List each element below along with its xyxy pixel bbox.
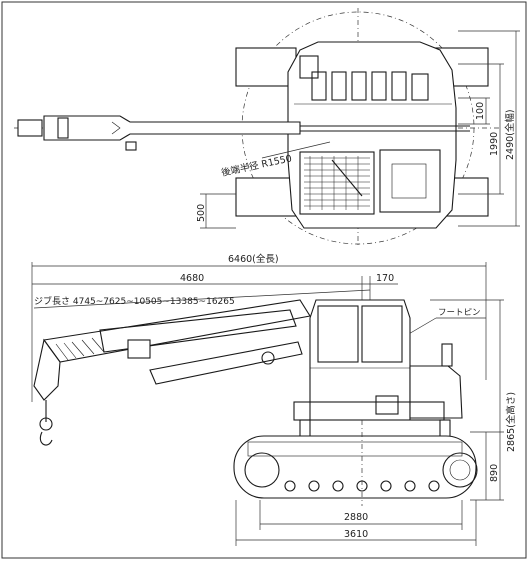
outrigger-front-right [235, 177, 297, 217]
upper-frame [293, 401, 445, 421]
engine-grille [375, 395, 399, 415]
counterweight-block [379, 149, 441, 213]
boom-bracket [125, 141, 137, 151]
overall-height-label: 2865(全高さ) [505, 392, 517, 452]
top-view-right-dimensions [458, 30, 520, 227]
cab-window-2 [331, 71, 347, 101]
cab-window-6 [411, 73, 429, 101]
engine-grille-hatch [304, 156, 370, 210]
boom-lower-section [99, 309, 297, 353]
hook-block [39, 417, 53, 431]
cab-seat-box [299, 55, 319, 79]
cab-window-front [317, 305, 359, 363]
engine-housing [409, 365, 463, 419]
dim-2880-label: 2880 [344, 512, 368, 523]
dim-170-label: 170 [376, 273, 394, 284]
cab-window-3 [351, 71, 367, 101]
idler-wheel [244, 452, 280, 488]
cab-window-1 [311, 71, 327, 101]
boom-winch-box [127, 339, 151, 359]
side-view: 6460(全長) 4680 170 ジブ長さ 4745~7625~10505~1… [31, 253, 517, 546]
engine-cover [299, 151, 375, 215]
hook-block-top-view [57, 117, 69, 139]
foot-pin-label: フートピン [438, 308, 481, 318]
boom-lattice [47, 337, 105, 363]
jib-length-leader [33, 289, 371, 309]
jib-length-label: ジブ長さ 4745~7625~10505~13385~16265 [34, 295, 235, 307]
tail-radius-label: 後端半径 R1550 [220, 152, 293, 179]
cab-window-side [361, 305, 403, 363]
dim-2490-label: 2490(全幅) [504, 109, 516, 160]
outrigger-front-left [235, 47, 297, 87]
crawler-track [233, 435, 477, 499]
dim-500-label: 500 [196, 204, 207, 222]
sprocket-wheel [442, 452, 478, 488]
exhaust-stack [441, 343, 453, 367]
dim-1990-label: 1990 [489, 132, 500, 156]
sprocket-hub [449, 459, 471, 481]
boom-pivot [261, 351, 275, 365]
boom-top-view [43, 115, 301, 141]
hook [39, 431, 53, 446]
boom-head-top-view [17, 119, 43, 137]
cab-window-5 [391, 71, 407, 101]
dim-890-label: 890 [489, 464, 500, 482]
outrigger-leg-front [299, 419, 311, 439]
tail-radius-leader [261, 141, 331, 159]
dim-3610-label: 3610 [344, 529, 368, 540]
dim-4680-label: 4680 [180, 273, 204, 284]
counterweight-panel [391, 163, 427, 199]
outrigger-leg-rear [439, 419, 451, 439]
cab-window-4 [371, 71, 387, 101]
overall-length-label: 6460(全長) [228, 253, 279, 265]
dim-100-label: 100 [475, 102, 486, 120]
boom-hoist-cylinder [149, 341, 303, 385]
top-view: 後端半径 R1550 100 1990 2490(全幅) 500 [14, 8, 520, 248]
track-frame [247, 441, 463, 457]
boom-joint-mark [111, 121, 121, 135]
